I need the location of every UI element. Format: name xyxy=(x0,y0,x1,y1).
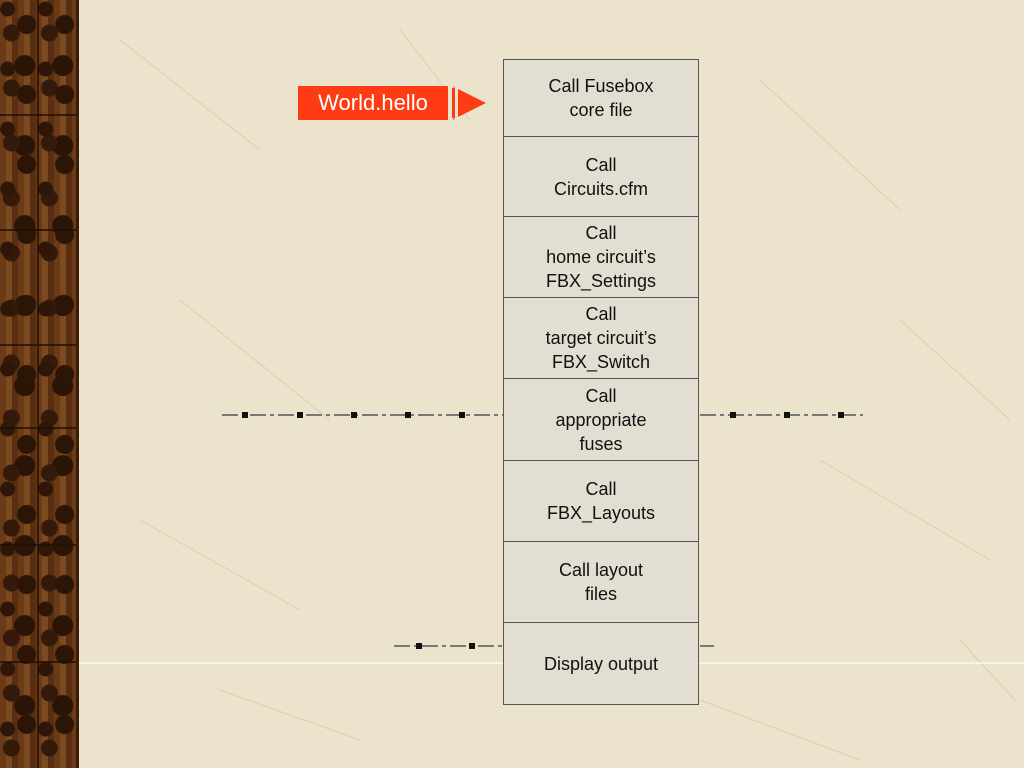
decorative-dashed-line-upper xyxy=(222,412,863,418)
flow-step-call-fbx-layouts: Call FBX_Layouts xyxy=(503,460,699,542)
flow-step-label: Call FBX_Layouts xyxy=(546,479,656,523)
flow-step-call-fuses: Call appropriate fuses xyxy=(503,378,699,461)
strip-edge xyxy=(76,0,79,768)
flow-step-label: Display output xyxy=(543,653,659,674)
world-hello-callout: World.hello xyxy=(298,86,486,120)
flow-step-label: Call layout files xyxy=(558,560,644,604)
flow-step-label: Call target circuit’s FBX_Switch xyxy=(545,304,657,372)
flow-step-display-output: Display output xyxy=(503,622,699,705)
callout-arrow-shape xyxy=(298,86,486,120)
flow-step-label: Call Circuits.cfm xyxy=(554,154,648,199)
flow-step-label: Call Fusebox core file xyxy=(548,76,654,120)
flow-step-call-fusebox-core: Call Fusebox core file xyxy=(503,59,699,137)
strip-grid-lines xyxy=(0,0,76,768)
flow-step-label: Call home circuit’s FBX_Settings xyxy=(545,223,657,291)
callout-label: World.hello xyxy=(318,90,428,115)
flow-step-call-layout-files: Call layout files xyxy=(503,541,699,623)
flow-step-call-fbx-settings: Call home circuit’s FBX_Settings xyxy=(503,216,699,298)
flow-step-call-fbx-switch: Call target circuit’s FBX_Switch xyxy=(503,297,699,379)
flow-step-call-circuits: Call Circuits.cfm xyxy=(503,136,699,217)
decorative-dashed-line-lower xyxy=(394,643,714,649)
flow-step-label: Call appropriate fuses xyxy=(555,385,647,454)
